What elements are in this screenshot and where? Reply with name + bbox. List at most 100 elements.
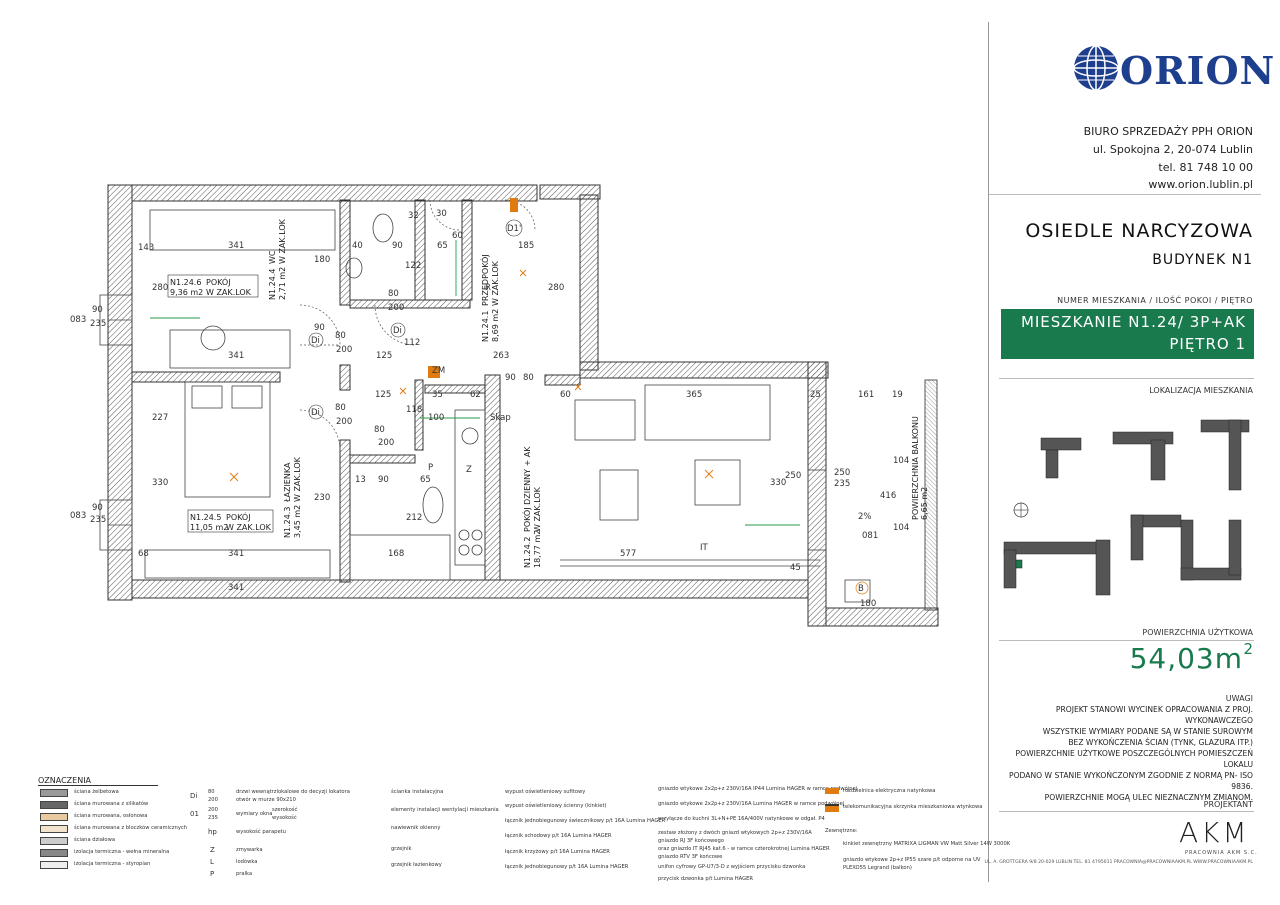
svg-text:212: 212	[406, 513, 422, 523]
legend-code: 200	[208, 797, 218, 803]
office-line-1: BIURO SPRZEDAŻY PPH ORION	[1083, 125, 1253, 138]
usable-area-value: 54,03m	[1129, 642, 1243, 675]
svg-text:N1.24.6: N1.24.6	[170, 278, 201, 287]
svg-text:Di: Di	[311, 408, 320, 418]
legend: OZNACZENIA ściana żelbetowa ściana murow…	[38, 776, 1010, 886]
orion-logo: ORION	[1072, 42, 1274, 97]
svg-text:125: 125	[375, 390, 391, 400]
svg-text:40: 40	[352, 241, 363, 251]
legend-code: hp	[208, 828, 217, 836]
legend-item: ściana murowana z bloczków ceramicznych	[74, 825, 188, 831]
svg-text:IT: IT	[700, 543, 709, 553]
svg-text:80: 80	[388, 289, 399, 299]
svg-text:3,45 m2: 3,45 m2	[293, 505, 302, 538]
legend-item: szerokość	[272, 807, 298, 813]
svg-text:Di: Di	[311, 336, 320, 346]
svg-text:143: 143	[138, 243, 154, 253]
svg-text:30: 30	[436, 209, 447, 219]
svg-text:235: 235	[834, 479, 850, 489]
svg-text:P: P	[428, 463, 433, 473]
legend-item: grzejnik łazienkowy	[391, 862, 442, 868]
office-line-2: ul. Spokojna 2, 20-074 Lublin	[1092, 143, 1253, 156]
swatch-silicate	[40, 801, 68, 809]
svg-text:35: 35	[432, 390, 443, 400]
svg-text:125: 125	[376, 351, 392, 361]
legend-code: 01	[190, 810, 199, 818]
svg-text:19: 19	[892, 390, 903, 400]
svg-text:200: 200	[336, 345, 352, 355]
svg-text:185: 185	[518, 241, 534, 251]
legend-item: ściana murowana z silikatów	[74, 801, 149, 807]
svg-text:POKÓJ DZIENNY + AK: POKÓJ DZIENNY + AK	[521, 446, 532, 532]
legend-item: elementy instalacji wentylacji mieszkani…	[391, 807, 499, 813]
divider	[989, 194, 1261, 195]
note-line: POWIERZCHNIE MOGĄ ULEC NIEZNACZNYM ZMIAN…	[1044, 793, 1253, 802]
legend-item: wypust oświetleniowy ścienny (kinkiet)	[505, 803, 607, 809]
svg-text:180: 180	[314, 255, 330, 265]
svg-text:122: 122	[405, 261, 421, 271]
office-line-3: tel. 81 748 10 00	[1158, 161, 1253, 174]
legend-item: gniazdo RTV 3F końcowe	[658, 854, 723, 860]
swatch-ceramic	[40, 825, 68, 833]
svg-text:60: 60	[452, 231, 463, 241]
note-line: WSZYSTKIE WYMIARY PODANE SĄ W STANIE SUR…	[1042, 727, 1253, 736]
svg-text:112: 112	[404, 338, 420, 348]
svg-text:104: 104	[893, 523, 909, 533]
legend-item: otwór w murze 90x210	[236, 797, 296, 803]
svg-text:90: 90	[378, 475, 389, 485]
svg-text:Di: Di	[393, 326, 402, 336]
svg-text:N1.24.2: N1.24.2	[523, 537, 532, 568]
legend-item: gniazdo wtykowe 2x2p+z 230V/16A IP44 Lum…	[658, 786, 858, 792]
room-label-przedpokoj: N1.24.1 PRZEDPOKÓJ 8,69 m2 W ZAK.LOK	[479, 254, 500, 342]
room-label-pokoj-dzienny: N1.24.2 POKÓJ DZIENNY + AK 18,77 m2 W ZA…	[521, 446, 542, 568]
estate-name: OSIEDLE NARCYZOWA	[1025, 220, 1253, 242]
svg-text:341: 341	[228, 549, 244, 559]
svg-text:90: 90	[314, 323, 325, 333]
switchboard-icon	[825, 788, 839, 794]
room-label-pokoj-1: N1.24.6 POKÓJ 9,36 m2 W ZAK.LOK	[167, 274, 259, 298]
designer-logo: AKM	[1179, 816, 1250, 849]
legend-item: unifon cyfrowy GP-U7/3-D z wyjściem przy…	[658, 864, 806, 870]
svg-text:POKÓJ: POKÓJ	[226, 511, 251, 522]
legend-item: Zewnętrzne:	[825, 828, 858, 834]
swatch-styrofoam	[40, 861, 68, 869]
svg-text:N1.24.3: N1.24.3	[283, 507, 292, 538]
svg-text:083: 083	[70, 511, 86, 521]
legend-item: wysokość	[272, 815, 297, 821]
svg-text:Skap: Skap	[490, 413, 511, 423]
floor-plan-drawing: N1.24.6 POKÓJ 9,36 m2 W ZAK.LOK N1.24.4 …	[70, 184, 939, 627]
svg-text:8,69 m2: 8,69 m2	[491, 309, 500, 342]
svg-text:280: 280	[548, 283, 564, 293]
svg-text:ZM: ZM	[432, 366, 445, 376]
legend-code: Z	[210, 846, 215, 854]
apartment-caption: NUMER MIESZKANIA / ILOŚĆ POKOI / PIĘTRO	[1057, 296, 1253, 305]
svg-text:N1.24.4: N1.24.4	[268, 269, 277, 300]
legend-code: Di	[190, 792, 198, 800]
legend-item: kinkiet zewnętrzny MATRIXA LIGMAN VW Mat…	[843, 841, 1011, 847]
room-label-pokoj-2: N1.24.5 POKÓJ 11,05 m2 W ZAK.LOK	[187, 509, 274, 533]
legend-item: telekomunikacyjna skrzynka mieszkaniowa …	[843, 804, 983, 810]
svg-text:11,05 m2: 11,05 m2	[190, 523, 228, 532]
svg-text:416: 416	[880, 491, 896, 501]
svg-text:80: 80	[374, 425, 385, 435]
svg-text:W ZAK.LOK: W ZAK.LOK	[491, 260, 500, 306]
svg-text:230: 230	[314, 493, 330, 503]
legend-item: wymiary okna	[236, 811, 273, 817]
svg-text:W ZAK.LOK: W ZAK.LOK	[293, 456, 302, 502]
svg-text:Z: Z	[466, 465, 472, 475]
building-name: BUDYNEK N1	[1152, 252, 1253, 268]
office-website: www.orion.lublin.pl	[1148, 178, 1253, 191]
note-line: BEZ WYKOŃCZENIA ŚCIAN (TYNK, GLAZURA ITP…	[1068, 738, 1253, 747]
svg-text:280: 280	[152, 283, 168, 293]
legend-item: ściana murowana, osłonowa	[74, 813, 148, 819]
svg-text:POKÓJ: POKÓJ	[206, 276, 231, 287]
note-line: PROJEKT STANOWI WYCINEK OPRACOWANIA Z PR…	[1055, 705, 1253, 725]
svg-text:80: 80	[335, 331, 346, 341]
svg-text:180: 180	[860, 599, 876, 609]
legend-item: zmywarka	[236, 847, 263, 853]
svg-text:80: 80	[523, 373, 534, 383]
svg-text:90: 90	[392, 241, 403, 251]
legend-item: gniazdo wtykowe 2p+z IP55 szare p/t odpo…	[843, 857, 981, 863]
legend-item: grzejnik	[391, 846, 412, 852]
room-label-lazienka: N1.24.3 ŁAZIENKA 3,45 m2 W ZAK.LOK	[283, 456, 302, 538]
